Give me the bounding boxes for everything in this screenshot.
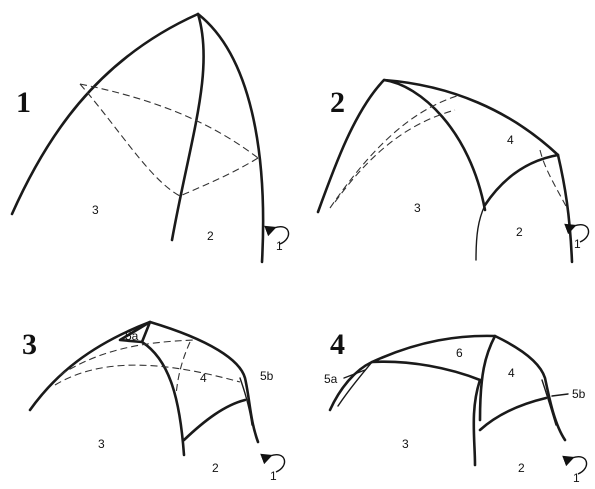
region-label-4: 4 bbox=[200, 371, 207, 385]
region-4-lower-edge bbox=[478, 396, 548, 432]
region-5a-outline bbox=[118, 320, 152, 344]
region-5a-leader bbox=[343, 369, 366, 379]
panel-4: 4 5a 6 4 5b 3 2 1 bbox=[324, 328, 588, 485]
region-3-boundary bbox=[140, 340, 186, 457]
region-label-2: 2 bbox=[516, 225, 523, 239]
region-4-lower-edge bbox=[483, 153, 560, 207]
region-label-3: 3 bbox=[98, 437, 105, 451]
rotation-arrow-icon: 1 bbox=[564, 223, 590, 251]
panel-number: 1 bbox=[16, 86, 31, 119]
panel-1: 1 3 2 1 bbox=[10, 12, 290, 264]
rotation-label: 1 bbox=[574, 237, 581, 251]
region-label-2: 2 bbox=[207, 229, 214, 243]
region-4-boundary bbox=[478, 334, 497, 422]
region-4-boundary bbox=[382, 78, 487, 212]
dashed-arc-lower bbox=[334, 109, 456, 203]
region-5b-edge bbox=[239, 377, 253, 426]
region-3-boundary bbox=[472, 378, 482, 467]
dome-outline bbox=[28, 320, 260, 444]
panel-2: 2 4 3 2 1 bbox=[316, 78, 590, 264]
dome-outline bbox=[316, 78, 574, 264]
panel-number: 4 bbox=[330, 328, 345, 361]
dashed-arc-right bbox=[539, 149, 569, 211]
region-label-2: 2 bbox=[518, 461, 525, 475]
region-5a-edge bbox=[337, 361, 373, 407]
rotation-arrow-icon: 1 bbox=[260, 453, 286, 483]
panel-3: 3 5a 4 5b 3 2 1 bbox=[22, 320, 286, 483]
region-label-5b: 5b bbox=[572, 387, 586, 401]
panel-number: 2 bbox=[330, 86, 345, 119]
region-2-edge bbox=[475, 204, 486, 261]
rotation-arrow-icon: 1 bbox=[562, 455, 588, 485]
dashed-arc-upper bbox=[59, 339, 196, 376]
panel-number: 3 bbox=[22, 328, 37, 361]
rotation-label: 1 bbox=[270, 469, 277, 483]
dashed-arc-right bbox=[179, 157, 259, 197]
dividing-curve bbox=[170, 12, 205, 242]
region-label-2: 2 bbox=[212, 461, 219, 475]
rotation-arrow-icon: 1 bbox=[264, 225, 290, 253]
region-label-5b: 5b bbox=[260, 369, 274, 383]
rotation-label: 1 bbox=[276, 239, 283, 253]
region-label-3: 3 bbox=[92, 203, 99, 217]
region-6-boundary bbox=[370, 360, 482, 382]
rotation-label: 1 bbox=[573, 471, 580, 485]
dashed-arc-mid bbox=[175, 341, 191, 396]
dome-outline bbox=[10, 12, 265, 264]
dashed-arc-upper bbox=[79, 83, 259, 159]
region-label-3: 3 bbox=[402, 437, 409, 451]
dashed-arc-upper bbox=[329, 94, 461, 209]
region-label-5a: 5a bbox=[324, 372, 338, 386]
region-label-3: 3 bbox=[414, 201, 421, 215]
region-label-5a: 5a bbox=[125, 329, 139, 343]
region-label-6: 6 bbox=[456, 346, 463, 360]
region-5b-edge bbox=[541, 379, 557, 426]
region-4-lower-edge bbox=[182, 398, 247, 442]
dashed-arc-lower bbox=[54, 364, 241, 386]
region-label-4: 4 bbox=[507, 133, 514, 147]
dashed-arc-lower bbox=[79, 83, 181, 197]
dome-outline bbox=[328, 334, 567, 442]
region-label-4: 4 bbox=[508, 366, 515, 380]
region-5b-leader bbox=[551, 393, 569, 397]
